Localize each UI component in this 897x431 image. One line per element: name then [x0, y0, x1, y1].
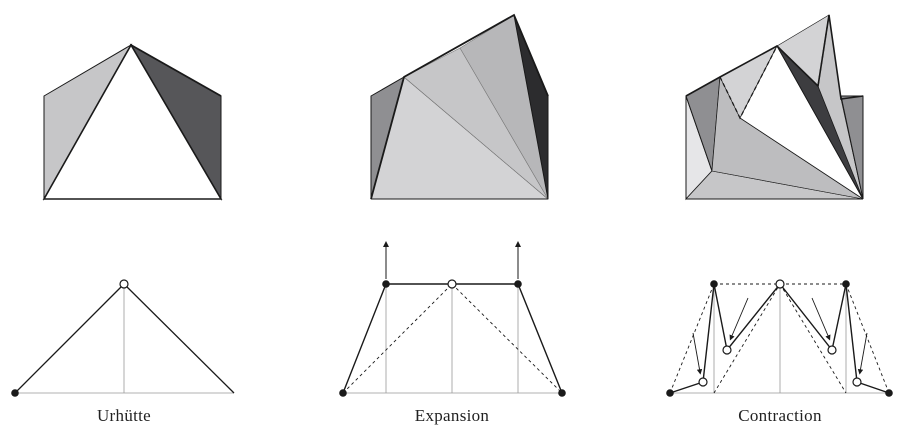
contraction-line-diagram	[666, 279, 893, 397]
contraction-arrow-3	[811, 297, 831, 341]
expansion-right-foot	[558, 389, 566, 397]
urhutte-apex-joint	[119, 279, 129, 289]
contraction-arrow-1	[692, 332, 703, 375]
contraction-lower-joint-right	[852, 377, 862, 387]
contraction-dashed-outer-right	[845, 283, 890, 394]
contraction-inner-joint-left	[722, 345, 732, 355]
contraction-shaded-figure	[685, 14, 864, 201]
expansion-profile	[342, 283, 563, 394]
contraction-left-foot	[666, 389, 674, 397]
contraction-profile	[669, 282, 890, 394]
contraction-inner-joint-right	[827, 345, 837, 355]
urhutte-right-rafter	[123, 283, 235, 394]
expansion-dashed-right	[451, 283, 563, 394]
urhutte-line-diagram	[11, 279, 235, 397]
caption-contraction: Contraction	[738, 406, 822, 425]
expansion-left-foot	[339, 389, 347, 397]
urhutte-left-foot	[11, 389, 19, 397]
urhutte-shaded-figure	[42, 43, 223, 201]
contraction-left-joint	[710, 280, 718, 288]
contraction-dashed-outer-left	[669, 283, 715, 394]
expansion-center-joint	[447, 279, 457, 289]
contraction-right-joint	[842, 280, 850, 288]
expansion-right-joint	[514, 280, 522, 288]
contraction-lower-joint-left	[698, 377, 708, 387]
contraction-center-joint	[775, 279, 785, 289]
contraction-dashed-fold-left	[719, 45, 778, 120]
expansion-dashed-left	[342, 283, 453, 394]
expansion-outline	[370, 13, 549, 200]
contraction-arrow-2	[729, 297, 749, 341]
expansion-left-joint	[382, 280, 390, 288]
caption-expansion: Expansion	[414, 406, 490, 425]
caption-urhutte: Urhütte	[96, 406, 152, 425]
contraction-right-foot	[885, 389, 893, 397]
contraction-dashed-fold-right	[817, 14, 830, 87]
urhutte-left-rafter	[14, 283, 125, 394]
expansion-line-diagram	[339, 241, 566, 397]
expansion-shaded-figure	[370, 13, 549, 200]
contraction-arrow-4	[857, 332, 868, 375]
urhutte-ridge-right	[130, 44, 222, 97]
